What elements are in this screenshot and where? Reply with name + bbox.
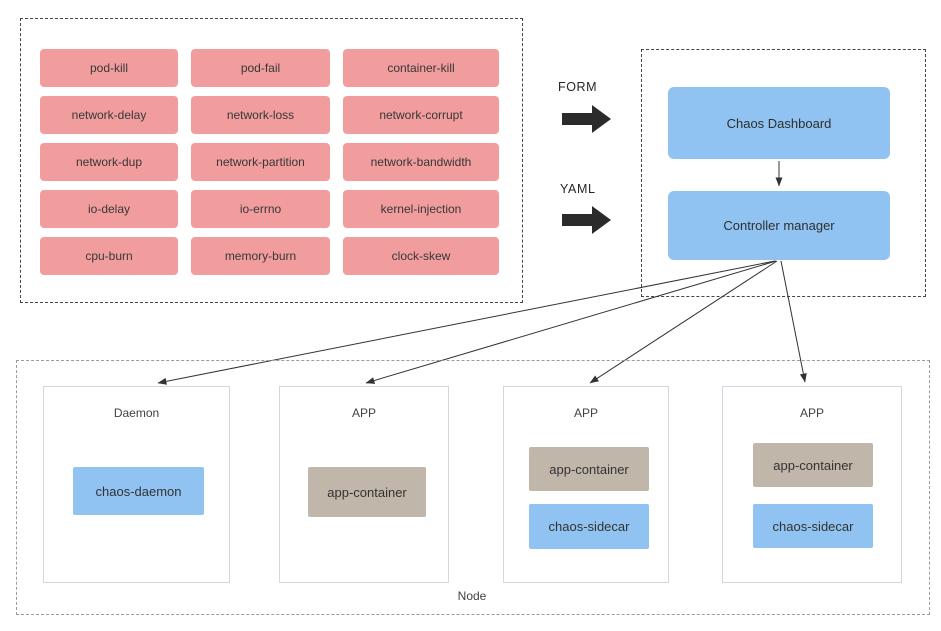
node-dashed-box	[16, 360, 930, 615]
node-box-app-2: APP app-container chaos-sidecar	[503, 386, 669, 583]
yaml-arrow-icon	[562, 206, 611, 234]
node-box-app-3: APP app-container chaos-sidecar	[722, 386, 902, 583]
experiment-io-errno: io-errno	[191, 190, 330, 228]
node-label: Node	[457, 589, 487, 603]
form-arrow-head	[592, 105, 611, 133]
form-label: FORM	[558, 80, 598, 94]
experiment-memory-burn: memory-burn	[191, 237, 330, 275]
controller-manager-box: Controller manager	[668, 191, 890, 260]
experiment-clock-skew: clock-skew	[343, 237, 499, 275]
container-chaos-daemon: chaos-daemon	[73, 467, 204, 515]
yaml-label: YAML	[560, 182, 596, 196]
experiment-io-delay: io-delay	[40, 190, 178, 228]
experiment-network-loss: network-loss	[191, 96, 330, 134]
node-box-daemon: Daemon chaos-daemon	[43, 386, 230, 583]
experiment-kernel-injection: kernel-injection	[343, 190, 499, 228]
yaml-arrow-shaft	[562, 214, 592, 226]
experiment-network-delay: network-delay	[40, 96, 178, 134]
container-app-container: app-container	[529, 447, 649, 491]
form-arrow-shaft	[562, 113, 592, 125]
experiment-network-dup: network-dup	[40, 143, 178, 181]
experiment-pod-fail: pod-fail	[191, 49, 330, 87]
experiment-cpu-burn: cpu-burn	[40, 237, 178, 275]
node-box-title: Daemon	[113, 406, 160, 420]
chaos-dashboard-box: Chaos Dashboard	[668, 87, 890, 159]
experiment-network-corrupt: network-corrupt	[343, 96, 499, 134]
container-chaos-sidecar: chaos-sidecar	[529, 504, 649, 549]
experiments-grid: pod-kill pod-fail container-kill network…	[40, 49, 499, 275]
container-chaos-sidecar: chaos-sidecar	[753, 504, 873, 548]
experiment-network-partition: network-partition	[191, 143, 330, 181]
experiment-pod-kill: pod-kill	[40, 49, 178, 87]
node-box-title: APP	[351, 406, 376, 420]
experiments-dashed-box: pod-kill pod-fail container-kill network…	[20, 18, 523, 303]
yaml-arrow-head	[592, 206, 611, 234]
container-app-container: app-container	[753, 443, 873, 487]
node-box-app-1: APP app-container	[279, 386, 449, 583]
form-arrow-icon	[562, 105, 611, 133]
node-box-title: APP	[573, 406, 598, 420]
experiment-network-bandwidth: network-bandwidth	[343, 143, 499, 181]
node-box-title: APP	[799, 406, 824, 420]
container-app-container: app-container	[308, 467, 426, 517]
experiment-container-kill: container-kill	[343, 49, 499, 87]
